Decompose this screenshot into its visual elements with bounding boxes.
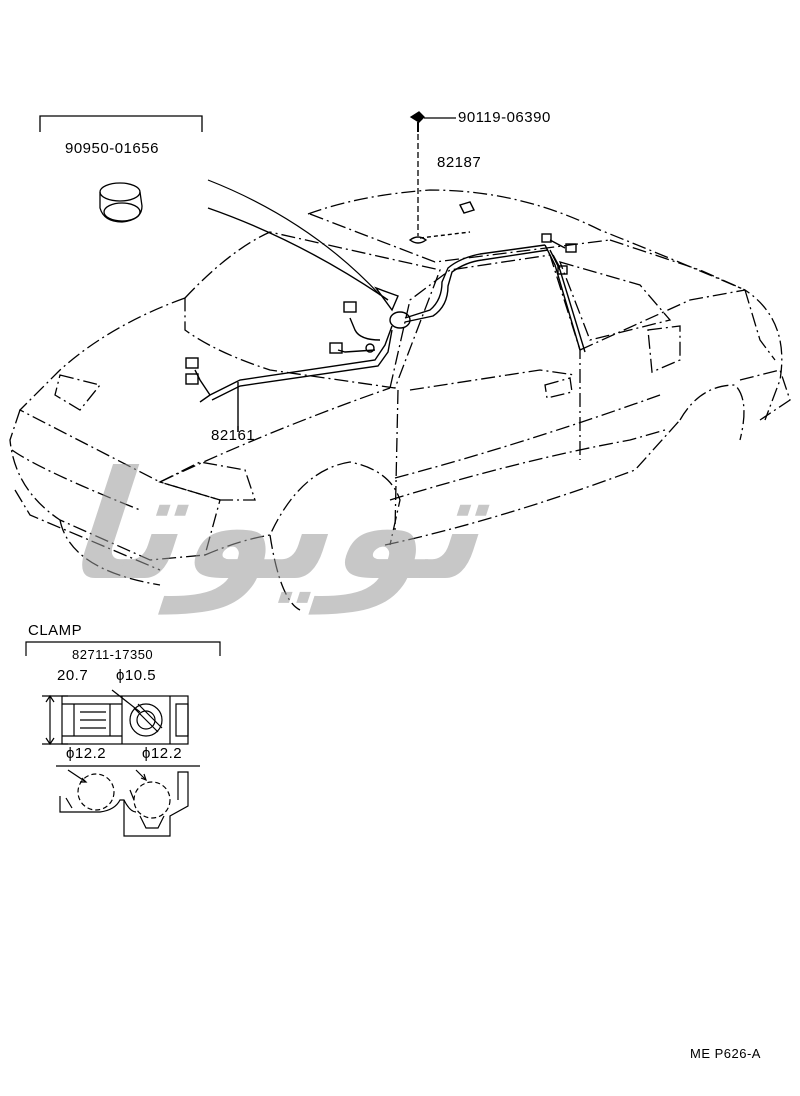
clip-fastener-icon <box>409 111 456 236</box>
callout-main-wire-part-number: 82161 <box>211 427 256 444</box>
clamp-dim-left-diameter: ϕ12.2 <box>66 745 107 762</box>
wire-harness <box>185 179 586 432</box>
clamp-dim-top-diameter: ϕ10.5 <box>116 667 157 684</box>
plug-bracket <box>39 115 203 132</box>
watermark-text: تویوتا <box>51 440 522 614</box>
callout-plug-part-number: 90950-01656 <box>65 140 159 157</box>
diagram-code: ME P626-A <box>690 1046 761 1061</box>
clamp-part-number: 82711-17350 <box>72 647 154 662</box>
clamp-dim-right-diameter: ϕ12.2 <box>142 745 183 762</box>
clamp-detail <box>25 641 221 837</box>
callout-clip-part-number: 90119-06390 <box>458 109 551 126</box>
callout-roof-wire-part-number: 82187 <box>437 154 482 171</box>
clamp-dim-height: 20.7 <box>57 667 89 684</box>
grommet-plug-icon <box>99 182 143 223</box>
clamp-title: CLAMP <box>28 622 83 639</box>
